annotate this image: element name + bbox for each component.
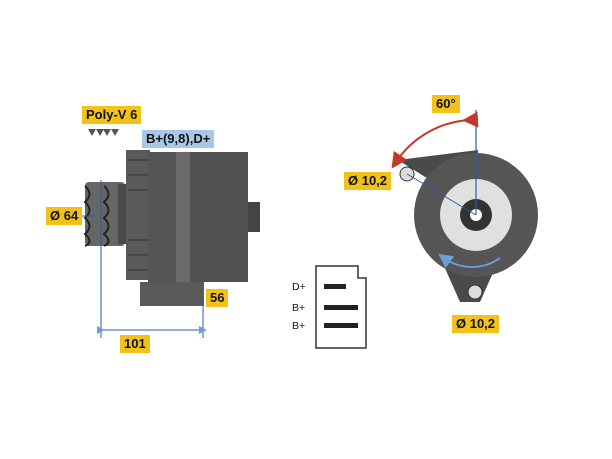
pin-b-plus-2 [324, 323, 358, 328]
belt-groove-icon [88, 129, 119, 136]
rotation-arrow-icon [438, 253, 501, 269]
pin-b-plus-1 [324, 305, 358, 310]
fan-housing [126, 150, 150, 280]
connector-diagram [315, 265, 367, 349]
pulley [83, 182, 128, 247]
mounting-foot [140, 282, 204, 306]
angle-label: 60° [432, 95, 460, 113]
pulley-diameter-label: Ø 64 [46, 207, 83, 225]
hole-top-label: Ø 10,2 [344, 172, 392, 190]
angled-axis [406, 173, 477, 216]
pin-d-plus [324, 284, 346, 289]
offset-label: 56 [206, 289, 229, 307]
dimension-lines [82, 180, 207, 338]
terminals-label: B+(9,8),D+ [142, 130, 215, 148]
length-label: 101 [120, 335, 150, 353]
side-view [82, 129, 260, 338]
hole-bottom-label: Ø 10,2 [452, 315, 500, 333]
belt-label: Poly-V 6 [82, 106, 142, 124]
rear-plug [248, 202, 260, 232]
pin-label-b-plus-2: B+ [292, 320, 306, 332]
front-view [391, 110, 538, 302]
angle-arc [391, 111, 479, 169]
pin-label-b-plus-1: B+ [292, 302, 306, 314]
fan-fins [128, 159, 148, 271]
pin-label-d-plus: D+ [292, 281, 306, 293]
